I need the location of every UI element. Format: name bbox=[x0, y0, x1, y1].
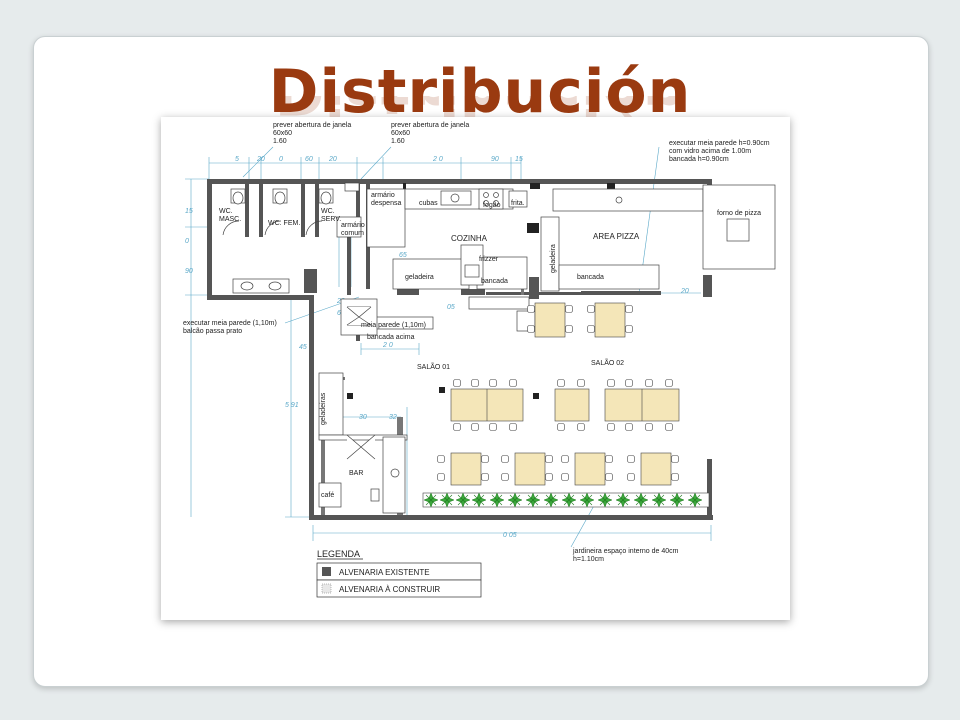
note-balcao-line1: executar meia parede (1,10m) bbox=[183, 320, 277, 327]
legend-construir-label: ALVENARIA À CONSTRUIR bbox=[339, 585, 440, 594]
label-armario-comum-1: armário bbox=[341, 222, 365, 229]
dim-right-1: 20 bbox=[680, 288, 689, 295]
label-meia-parede-1: meia parede (1,10m) bbox=[361, 322, 426, 329]
label-forno-de-pizza: forno de pizza bbox=[717, 210, 761, 217]
dim-left-6: 5 91 bbox=[285, 402, 299, 409]
note-balcao-line2: balcão passa prato bbox=[183, 328, 242, 335]
wc-fixtures bbox=[222, 182, 406, 294]
label-armario-comum-2: comum bbox=[341, 230, 364, 237]
dining-tables bbox=[450, 302, 680, 486]
label-armario-despensa-2: despensa bbox=[371, 200, 401, 207]
room-wc-serv-2: SERV. bbox=[321, 216, 341, 223]
label-bancada-2: bancada bbox=[577, 274, 604, 281]
dim-top-1: 5 bbox=[235, 156, 239, 163]
floor-plan-drawing: prever abertura de janela 60x60 1.60 pre… bbox=[183, 122, 776, 598]
room-wc-masc-2: MASC. bbox=[219, 216, 241, 223]
label-geladeira-vertical: geladeira bbox=[550, 244, 557, 273]
legend-swatch-existente bbox=[322, 567, 331, 576]
dim-mid-3: 2 0 bbox=[382, 342, 393, 349]
note-janela1-line2: 60x60 bbox=[273, 130, 292, 137]
legend-swatch-construir bbox=[321, 583, 332, 594]
label-frizzer: frizzer bbox=[479, 256, 499, 263]
note-jardineira-line1: jardineira espaço interno de 40cm bbox=[572, 548, 679, 555]
dim-left-4: 45 bbox=[299, 344, 307, 351]
note-janela1-line1: prever abertura de janela bbox=[273, 122, 351, 129]
label-area-pizza: AREA PIZZA bbox=[593, 232, 640, 241]
label-cubas: cubas bbox=[419, 200, 438, 207]
label-cafe: café bbox=[321, 492, 334, 499]
label-cozinha: COZINHA bbox=[451, 234, 488, 243]
dim-top-8: 15 bbox=[515, 156, 523, 163]
note-janela2-line3: 1.60 bbox=[391, 138, 405, 145]
dim-top-5: 20 bbox=[328, 156, 337, 163]
dim-top-6: 2 0 bbox=[432, 156, 443, 163]
dim-left-1: 15 bbox=[185, 208, 193, 215]
counters bbox=[340, 296, 536, 336]
dim-left-5: 20 bbox=[336, 298, 345, 305]
room-wc-masc-1: WC. bbox=[219, 208, 233, 215]
label-geladeira: geladeira bbox=[405, 274, 434, 281]
dimension-lines bbox=[185, 146, 712, 548]
planter-box bbox=[422, 492, 710, 508]
note-meia-parede-line2: com vidro acima de 1.00m bbox=[669, 148, 751, 155]
label-frita: frita. bbox=[511, 200, 525, 207]
note-meia-parede-line3: bancada h=0.90cm bbox=[669, 156, 729, 163]
bar-fixtures bbox=[318, 372, 408, 514]
dim-mid-1: 65 bbox=[399, 252, 407, 259]
label-salao-02: SALÃO 02 bbox=[591, 358, 624, 367]
label-salao-01: SALÃO 01 bbox=[417, 362, 450, 371]
label-geladeiras: geladeiras bbox=[320, 392, 327, 425]
kitchen-fixtures bbox=[392, 188, 704, 292]
room-wc-serv-1: WC. bbox=[321, 208, 335, 215]
dim-top-7: 90 bbox=[491, 156, 499, 163]
dim-left-2: 0 bbox=[185, 238, 189, 245]
dim-mid-2: 05 bbox=[447, 304, 455, 311]
columns bbox=[347, 387, 539, 399]
legend-title: LEGENDA bbox=[317, 549, 360, 559]
label-meia-parede-2: bancada acima bbox=[367, 334, 415, 341]
slide-title: Distribución bbox=[268, 57, 692, 127]
note-janela2-line2: 60x60 bbox=[391, 130, 410, 137]
dim-top-3: 0 bbox=[279, 156, 283, 163]
floor-plan: prever abertura de janela 60x60 1.60 pre… bbox=[161, 117, 790, 620]
legend: LEGENDA ALVENARIA EXISTENTE ALVENARIA À … bbox=[316, 549, 482, 598]
label-fogao: fogão bbox=[483, 202, 501, 209]
label-bancada-1: bancada bbox=[481, 278, 508, 285]
label-armario-despensa-1: armário bbox=[371, 192, 395, 199]
dim-bottom: 0 05 bbox=[503, 532, 517, 539]
dim-left-3: 90 bbox=[185, 268, 193, 275]
dim-top-4: 60 bbox=[305, 156, 313, 163]
dim-mid-4: 30 bbox=[359, 414, 367, 421]
dim-top-2: 20 bbox=[256, 156, 265, 163]
pizza-oven bbox=[702, 184, 776, 270]
label-bar: BAR bbox=[349, 470, 363, 477]
note-janela1-line3: 1.60 bbox=[273, 138, 287, 145]
room-wc-fem: WC. FEM. bbox=[268, 220, 300, 227]
note-janela2-line1: prever abertura de janela bbox=[391, 122, 469, 129]
dim-mid-5: 32 bbox=[389, 414, 397, 421]
note-jardineira-line2: h=1.10cm bbox=[573, 556, 604, 563]
note-meia-parede-line1: executar meia parede h=0.90cm bbox=[669, 140, 770, 147]
legend-existente-label: ALVENARIA EXISTENTE bbox=[339, 568, 430, 577]
